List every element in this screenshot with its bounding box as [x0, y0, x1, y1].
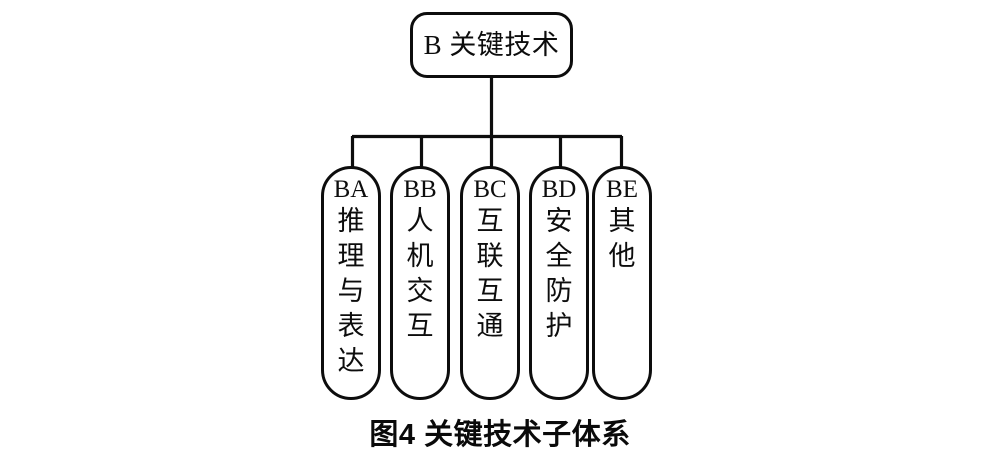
- node-bc-char: 联: [476, 241, 504, 271]
- node-bd-char: 护: [545, 311, 573, 341]
- node-ba-name: 推 理 与 表 达: [338, 204, 365, 379]
- node-ba-char: 推: [337, 206, 365, 236]
- node-be[interactable]: BE 其 他: [592, 166, 652, 400]
- node-bd-char: 全: [545, 241, 573, 271]
- node-bb-char: 交: [406, 276, 434, 306]
- node-be-char: 其: [608, 206, 636, 236]
- node-ba-char: 与: [337, 276, 365, 306]
- node-root-b[interactable]: B 关键技术: [410, 12, 573, 78]
- node-bc-char: 通: [476, 311, 504, 341]
- node-bb-code: BB: [403, 176, 437, 203]
- node-ba[interactable]: BA 推 理 与 表 达: [321, 166, 381, 400]
- node-bd-char: 防: [545, 276, 573, 306]
- node-bc-name: 互 联 互 通: [477, 204, 504, 344]
- node-ba-char: 表: [337, 311, 365, 341]
- node-bb-char: 机: [406, 241, 434, 271]
- node-ba-char: 理: [337, 241, 365, 271]
- node-bb[interactable]: BB 人 机 交 互: [390, 166, 450, 400]
- node-bc-char: 互: [476, 206, 504, 236]
- node-bd[interactable]: BD 安 全 防 护: [529, 166, 589, 400]
- node-bc-char: 互: [476, 276, 504, 306]
- node-bb-name: 人 机 交 互: [407, 204, 434, 344]
- node-bd-code: BD: [541, 176, 577, 203]
- figure-caption: 图4 关键技术子体系: [369, 419, 631, 451]
- node-ba-code: BA: [333, 176, 369, 203]
- node-ba-char: 达: [337, 346, 365, 376]
- node-bd-name: 安 全 防 护: [546, 204, 573, 344]
- node-bd-char: 安: [545, 206, 573, 236]
- node-bb-char: 人: [406, 206, 434, 236]
- node-be-code: BE: [606, 176, 638, 203]
- node-root-label: B 关键技术: [423, 29, 560, 60]
- node-bb-char: 互: [406, 311, 434, 341]
- node-bc-code: BC: [473, 176, 507, 203]
- node-be-name: 其 他: [609, 204, 636, 274]
- node-bc[interactable]: BC 互 联 互 通: [460, 166, 520, 400]
- node-be-char: 他: [608, 241, 636, 271]
